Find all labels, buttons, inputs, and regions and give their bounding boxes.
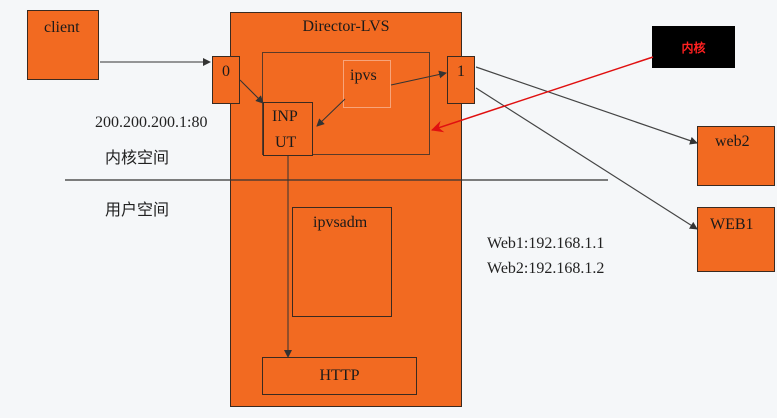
ipvs-box: ipvs — [343, 60, 391, 108]
input-label-line1: INP — [272, 108, 298, 125]
web2-box: web2 — [697, 126, 775, 186]
ipvs-label: ipvs — [350, 67, 377, 84]
vip-address: 200.200.200.1:80 — [95, 114, 208, 131]
http-box: HTTP — [262, 357, 417, 395]
web2-ip-label: Web2:192.168.1.2 — [487, 260, 605, 277]
input-box: INP UT — [263, 102, 313, 156]
arrow-port-out-to-web1 — [475, 87, 698, 230]
kernel-space-label: 内核空间 — [105, 148, 170, 167]
ipvsadm-label: ipvsadm — [313, 214, 368, 231]
input-label-line2: UT — [275, 134, 297, 151]
kernel-callout-label: 内核 — [681, 41, 706, 55]
user-space-label: 用户空间 — [105, 200, 170, 219]
arrow-port-out-to-web2 — [475, 66, 698, 145]
port-in-label: 0 — [222, 63, 230, 80]
port-in-box: 0 — [212, 56, 240, 104]
client-box: client — [27, 10, 99, 80]
port-out-box: 1 — [447, 56, 475, 104]
kernel-callout-box: 内核 — [652, 26, 735, 68]
web1-ip-label: Web1:192.168.1.1 — [487, 235, 605, 252]
web1-box: WEB1 — [697, 207, 775, 272]
client-label: client — [44, 19, 80, 36]
director-title: Director-LVS — [302, 18, 390, 35]
port-out-label: 1 — [457, 63, 465, 80]
web2-label: web2 — [715, 133, 750, 150]
http-label: HTTP — [319, 367, 360, 384]
web1-label: WEB1 — [710, 216, 754, 233]
ipvsadm-box: ipvsadm — [292, 207, 392, 317]
